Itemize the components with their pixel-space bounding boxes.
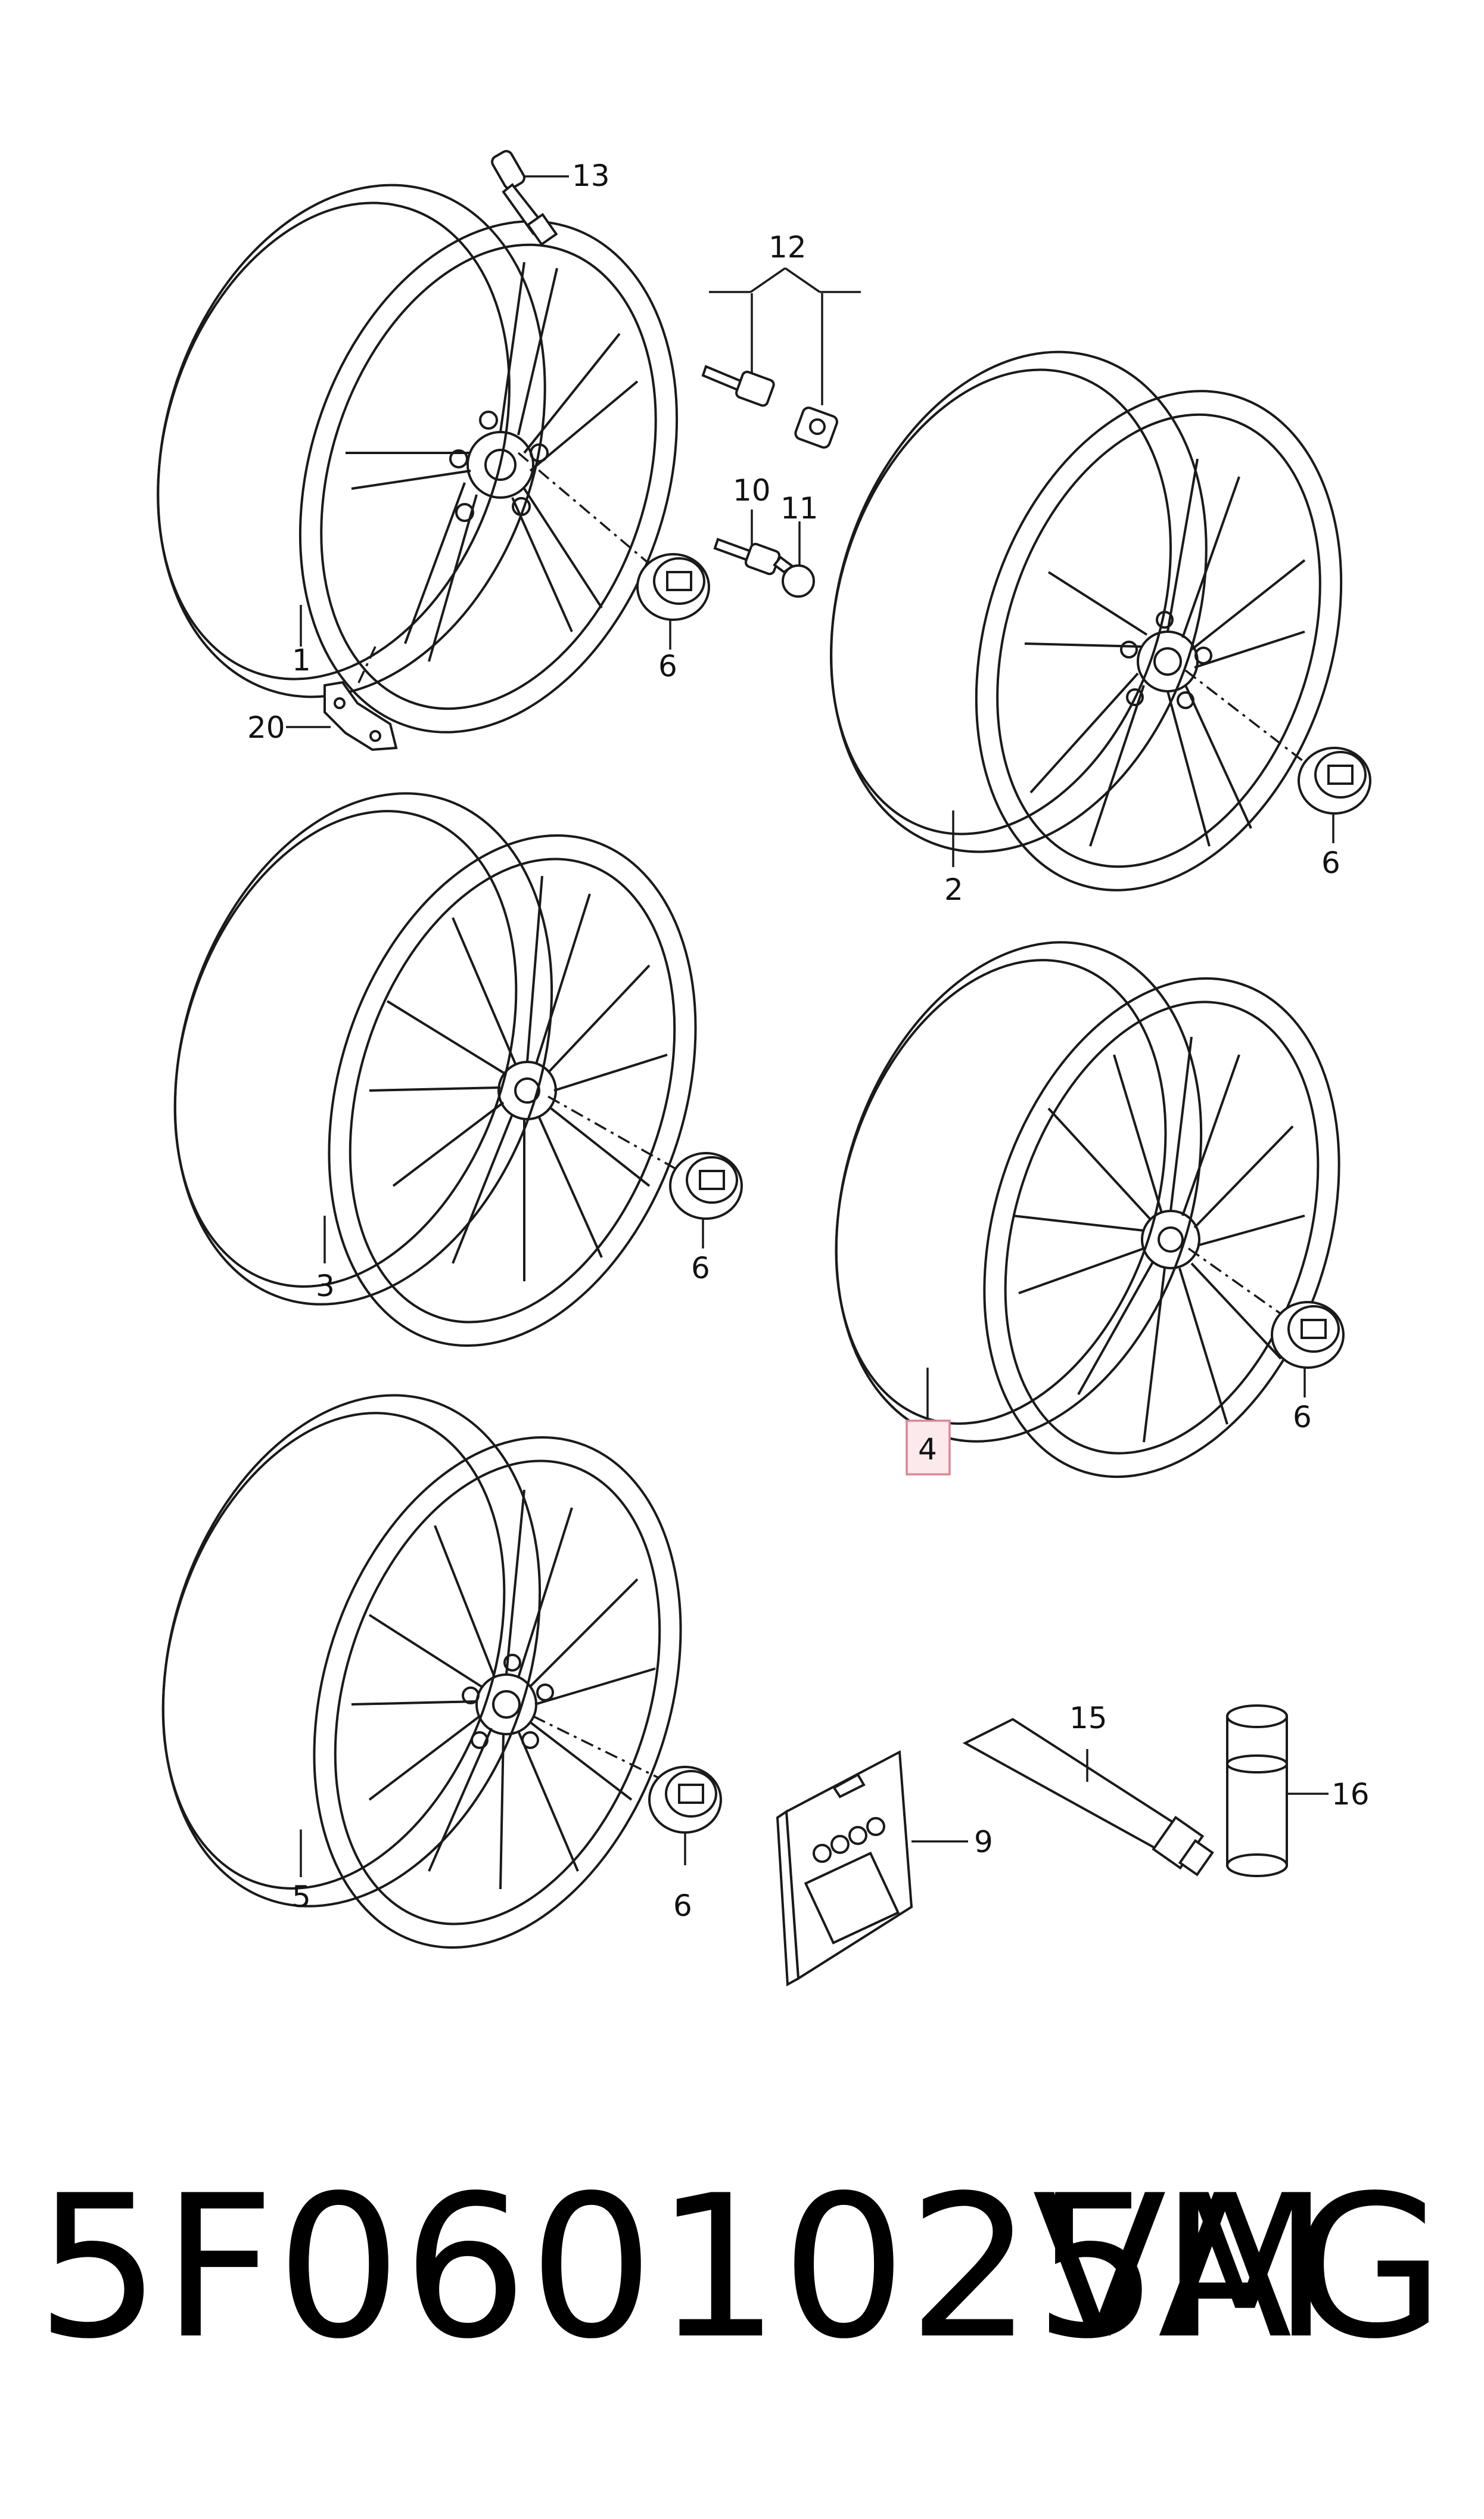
tpms-sensor-20[interactable] (323, 681, 398, 751)
callout-6b[interactable]: 6 (1321, 846, 1340, 880)
bolt-10[interactable] (713, 538, 781, 576)
spray-can-16[interactable] (1226, 1704, 1288, 1877)
wheel-4[interactable] (775, 894, 1399, 1523)
callout-12[interactable]: 12 (769, 230, 807, 265)
callout-15[interactable]: 15 (1069, 1701, 1107, 1735)
footer: 5F0601025M VAG (0, 2169, 1484, 2419)
paint-pack-9[interactable] (776, 1750, 913, 1987)
hub-cap-6d[interactable] (1271, 1301, 1345, 1369)
callout-16[interactable]: 16 (1331, 1777, 1370, 1812)
axis-line-1 (517, 452, 674, 585)
callout-9[interactable]: 9 (974, 1825, 993, 1859)
callout-3[interactable]: 3 (316, 1269, 335, 1303)
hub-cap-6c[interactable] (669, 1152, 743, 1220)
callout-11[interactable]: 11 (780, 491, 819, 526)
callout-20[interactable]: 20 (247, 710, 285, 745)
callout-4[interactable]: 4 (918, 1432, 937, 1467)
valve-stem-13[interactable] (490, 149, 558, 246)
hub-cap-6e[interactable] (648, 1766, 722, 1834)
callout-2[interactable]: 2 (944, 872, 963, 907)
callout-6a[interactable]: 6 (658, 649, 677, 684)
brand-label: VAG (1032, 2153, 1448, 2382)
callout-6c[interactable]: 6 (691, 1251, 710, 1285)
callout-6e[interactable]: 6 (673, 1889, 692, 1923)
callout-1[interactable]: 1 (292, 643, 311, 678)
callout-4-highlight (906, 1420, 951, 1476)
exploded-parts-diagram: 1 13 20 12 10 11 (95, 135, 1402, 1995)
wheel-1[interactable] (95, 135, 739, 781)
callout-13[interactable]: 13 (572, 159, 610, 193)
wheel-2[interactable] (770, 303, 1402, 937)
hub-cap-6a[interactable] (636, 553, 710, 621)
wheel-5[interactable] (101, 1346, 743, 1995)
hub-cap-6b[interactable] (1298, 747, 1371, 815)
callout-10[interactable]: 10 (733, 473, 771, 508)
part-number: 5F0601025M (36, 2153, 1331, 2382)
callout-5[interactable]: 5 (292, 1880, 311, 1914)
cap-11[interactable] (773, 555, 815, 598)
wheel-3[interactable] (113, 744, 758, 1393)
callout-6d[interactable]: 6 (1293, 1400, 1312, 1434)
wheel-bolt-12a[interactable] (701, 365, 775, 407)
wheel-nut-12b[interactable] (794, 406, 839, 449)
paste-tube-15[interactable] (962, 1717, 1214, 1877)
